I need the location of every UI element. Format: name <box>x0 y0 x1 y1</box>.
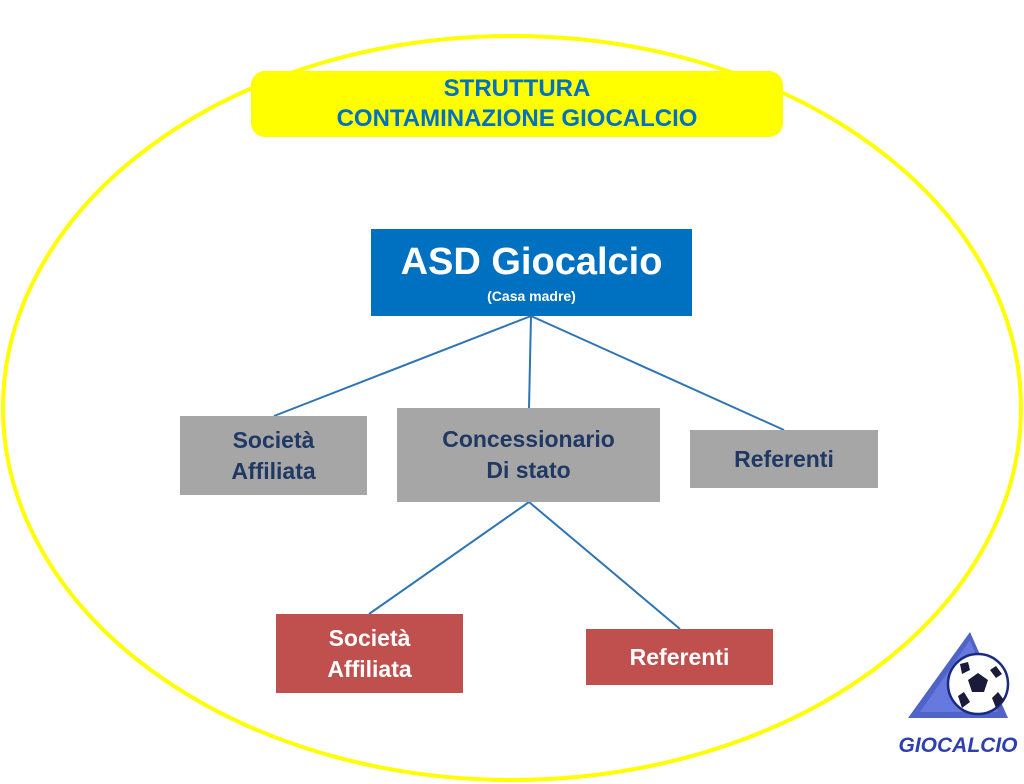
connector-concessionario-referenti_2 <box>528 501 681 630</box>
logo-text: GIOCALCIO <box>899 734 1018 757</box>
node-label: Referenti <box>629 643 730 670</box>
node-label-line-2: Di stato <box>486 457 571 483</box>
title-banner: STRUTTURA CONTAMINAZIONE GIOCALCIO <box>251 71 783 137</box>
node-label: Referenti <box>734 445 834 472</box>
node-referenti-2: Referenti <box>586 629 773 685</box>
node-label-line-1: Società <box>328 624 411 651</box>
node-label-line-2: Affiliata <box>327 655 412 682</box>
node-label-line-1: Società <box>232 426 315 453</box>
title-line-2: CONTAMINAZIONE GIOCALCIO <box>336 105 698 132</box>
connector-root-affiliata_1 <box>273 315 532 417</box>
connector-concessionario-affiliata_2 <box>368 501 530 615</box>
node-label-line-2: Affiliata <box>231 457 316 484</box>
node-societa-affiliata-1: Società Affiliata <box>180 416 367 495</box>
node-label-line-1: Concessionario <box>442 426 615 452</box>
connector-lines <box>273 315 785 630</box>
node-concessionario: Concessionario Di stato <box>397 408 660 502</box>
connector-root-referenti_1 <box>530 315 785 431</box>
node-referenti-1: Referenti <box>690 430 878 488</box>
giocalcio-logo: GIOCALCIO <box>899 632 1018 757</box>
root-name: ASD Giocalcio <box>400 240 663 283</box>
title-line-1: STRUTTURA <box>443 75 591 102</box>
node-asd-giocalcio: ASD Giocalcio (Casa madre) <box>371 229 692 316</box>
root-subtitle: (Casa madre) <box>487 287 576 304</box>
node-societa-affiliata-2: Società Affiliata <box>276 614 463 693</box>
connector-root-concessionario <box>528 315 532 409</box>
soccer-ball-icon <box>946 652 1010 716</box>
